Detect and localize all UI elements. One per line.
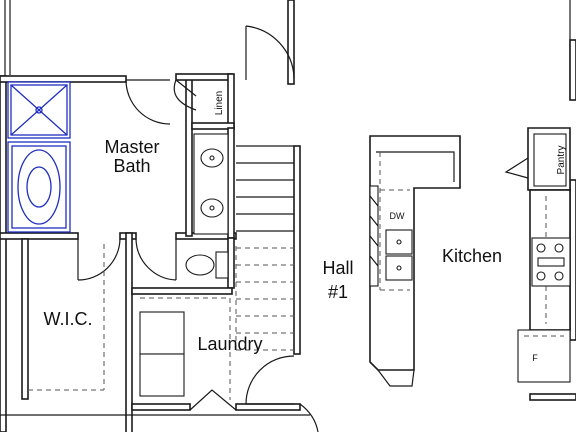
master-bath-label-line1: Master	[104, 137, 159, 157]
washer-dryer	[139, 297, 231, 400]
kitchen-island	[369, 135, 461, 387]
wic-label: W.I.C.	[44, 309, 93, 329]
vanity	[193, 133, 229, 235]
fixture-labels: Linen Pantry DW F	[214, 91, 567, 363]
bathtub	[7, 141, 71, 233]
toilet	[185, 251, 229, 279]
fridge-label: F	[532, 353, 538, 363]
doors	[77, 25, 529, 411]
master-bath-label-line2: Bath	[113, 156, 150, 176]
room-labels: Master Bath W.I.C. Laundry Hall #1 Kitch…	[44, 137, 503, 354]
wic-shelves	[28, 244, 105, 391]
laundry-label: Laundry	[197, 334, 262, 354]
stairs	[235, 145, 294, 352]
shower	[7, 81, 71, 139]
pantry-label: Pantry	[556, 146, 567, 175]
hall-label-line2: #1	[328, 282, 348, 302]
hall-label-line1: Hall	[322, 258, 353, 278]
kitchen-label: Kitchen	[442, 246, 502, 266]
dishwasher-label: DW	[390, 211, 405, 221]
linen-label: Linen	[214, 91, 225, 115]
pantry-counters	[517, 127, 571, 383]
